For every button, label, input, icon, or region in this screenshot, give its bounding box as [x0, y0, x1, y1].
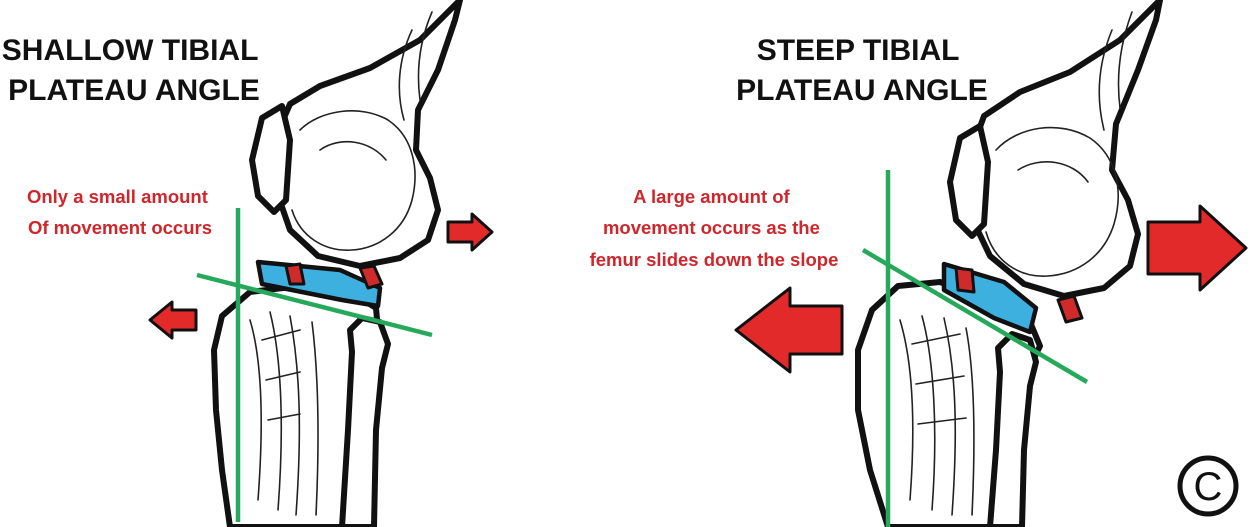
fibula-shallow: [342, 318, 388, 527]
note-line: Of movement occurs: [28, 217, 212, 238]
femur-steep: [968, 0, 1160, 296]
movement-note: Only a small amount Of movement occurs: [27, 186, 213, 238]
tibia-movement-arrow-shallow: [150, 302, 196, 338]
note-line: Only a small amount: [27, 186, 208, 207]
panel-shallow: SHALLOW TIBIAL PLATEAU ANGLE Only a smal…: [2, 0, 492, 527]
title-line: STEEP TIBIAL: [757, 34, 959, 67]
copyright-symbol: C: [1194, 465, 1223, 509]
note-line: femur slides down the slope: [590, 249, 839, 270]
patella-steep: [950, 126, 988, 236]
patella-shallow: [252, 106, 290, 212]
movement-note: A large amount of movement occurs as the…: [590, 186, 839, 270]
note-line: A large amount of: [633, 186, 790, 207]
panel-title: SHALLOW TIBIAL PLATEAU ANGLE: [2, 34, 266, 107]
title-line: PLATEAU ANGLE: [8, 74, 260, 107]
tibia-movement-arrow-steep: [736, 288, 842, 372]
note-line: movement occurs as the: [603, 217, 820, 238]
title-line: PLATEAU ANGLE: [736, 74, 988, 107]
copyright-icon: C: [1180, 458, 1236, 514]
femur-movement-arrow-shallow: [448, 214, 492, 250]
panel-title: STEEP TIBIAL PLATEAU ANGLE: [736, 34, 988, 107]
femur-shallow: [274, 0, 460, 266]
panel-steep: STEEP TIBIAL PLATEAU ANGLE A large amoun…: [590, 0, 1246, 527]
femur-movement-arrow-steep: [1148, 206, 1246, 290]
title-line: SHALLOW TIBIAL: [2, 34, 258, 67]
fibula-steep: [990, 334, 1036, 527]
